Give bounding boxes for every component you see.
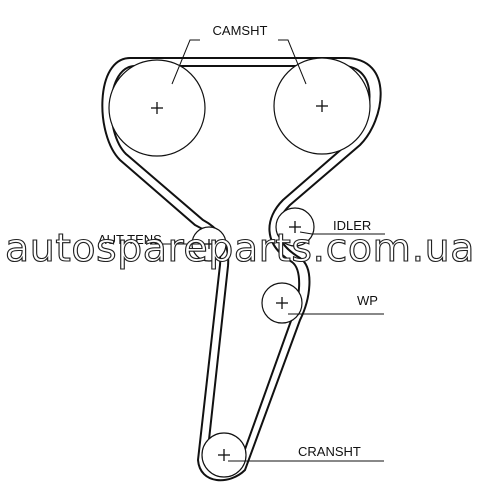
camshaft-right-center-mark xyxy=(316,100,328,112)
tensioner-center-mark xyxy=(204,239,214,249)
watermark: autospareparts.com.ua xyxy=(5,226,475,270)
idler-leader xyxy=(299,231,385,235)
tensioner-label: AUT TENS xyxy=(98,232,162,247)
camshaft-label: CAMSHT xyxy=(213,23,268,38)
water-pump-label: WP xyxy=(357,293,378,308)
camshaft-left-center-mark xyxy=(151,102,163,114)
idler-center-mark xyxy=(289,221,301,233)
water-pump-center-mark xyxy=(276,297,288,309)
camshaft-leader-left xyxy=(171,39,200,85)
camshaft-leader-right xyxy=(278,39,307,85)
timing-belt-outer xyxy=(101,57,382,482)
crankshaft-center-mark xyxy=(218,449,230,461)
crankshaft-label: CRANSHT xyxy=(298,444,361,459)
idler-label: IDLER xyxy=(333,218,371,233)
